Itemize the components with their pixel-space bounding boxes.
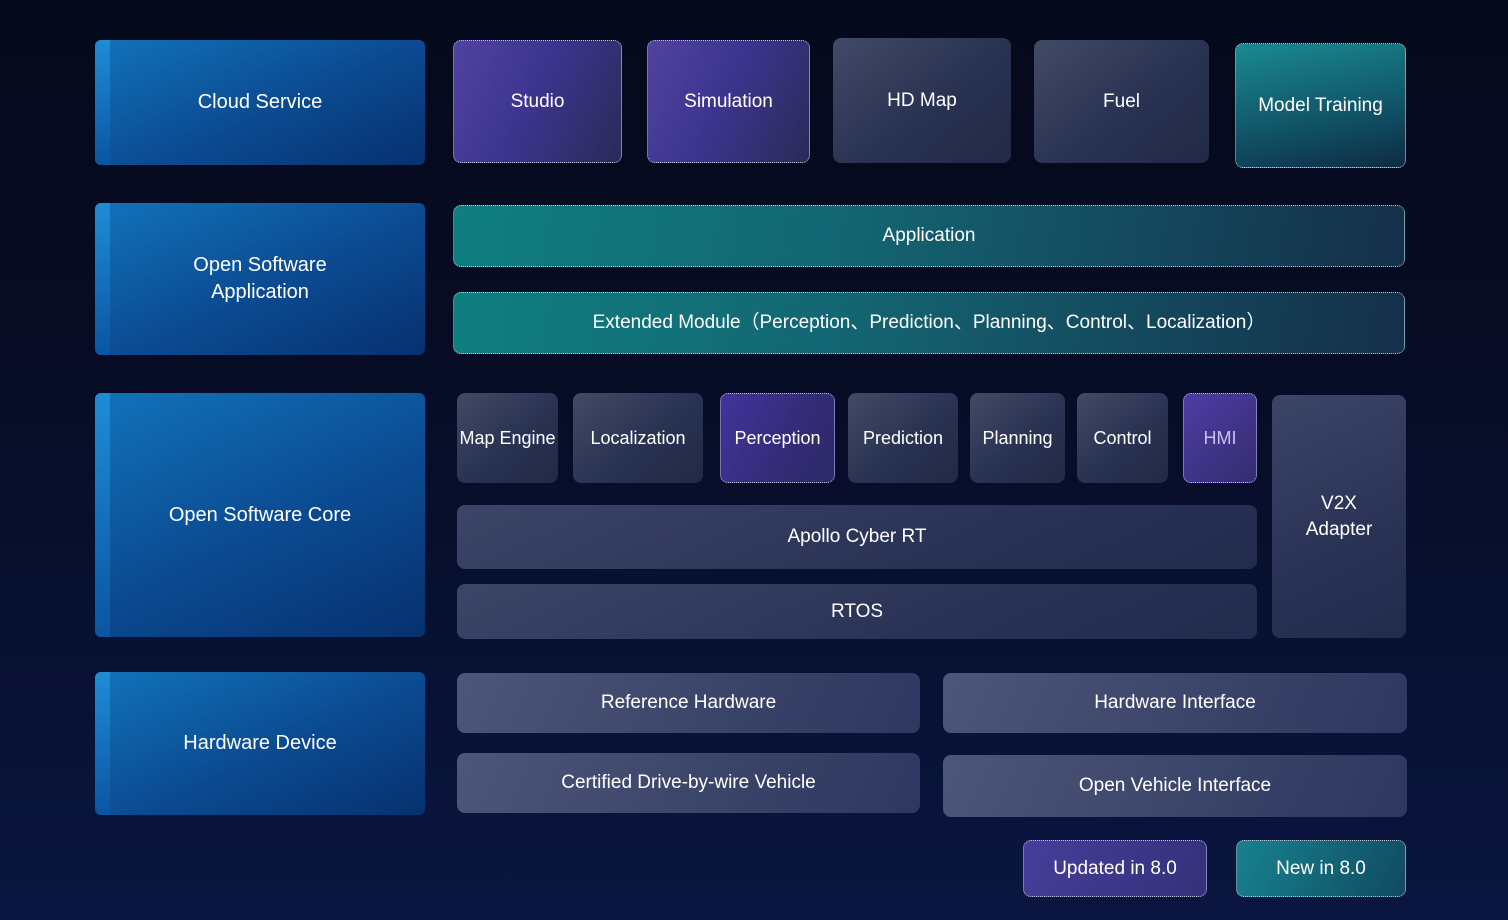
bar-rtos: RTOS — [457, 584, 1257, 639]
block-perception: Perception — [720, 393, 835, 483]
block-hmi: HMI — [1183, 393, 1257, 483]
block-label: Planning — [982, 427, 1053, 448]
block-label: Map Engine — [459, 427, 556, 448]
block-planning: Planning — [970, 393, 1065, 483]
block-label: Localization — [590, 427, 686, 448]
accent-stripe — [95, 40, 110, 165]
bar-label: Application — [882, 225, 976, 247]
bar-label: RTOS — [830, 600, 884, 622]
bar-apollo-cyber-rt: Apollo Cyber RT — [457, 505, 1257, 569]
block-prediction: Prediction — [848, 393, 958, 483]
bar-label: Open Vehicle Interface — [1078, 775, 1272, 797]
category-label: Open Software Core — [168, 503, 352, 526]
block-label: Simulation — [684, 90, 773, 112]
bar-extended-module: Extended Module（Perception、Prediction、Pl… — [453, 292, 1405, 354]
block-label: Fuel — [1103, 90, 1140, 112]
category-label: Open Software Application — [193, 254, 327, 303]
category-label: Hardware Device — [183, 732, 337, 754]
accent-stripe — [95, 672, 110, 815]
category-hardware-device: Hardware Device — [95, 672, 425, 815]
block-label: HMI — [1203, 427, 1237, 448]
category-cloud-service: Cloud Service — [95, 40, 425, 165]
bar-label: Extended Module（Perception、Prediction、Pl… — [592, 312, 1266, 334]
block-localization: Localization — [573, 393, 703, 483]
block-label: HD Map — [887, 89, 957, 111]
bar-application: Application — [453, 205, 1405, 267]
block-label: Prediction — [862, 427, 944, 448]
block-studio: Studio — [453, 40, 622, 163]
block-v2x-adapter: V2X Adapter — [1272, 395, 1406, 638]
bar-certified-drive-by-wire-vehicle: Certified Drive-by-wire Vehicle — [457, 753, 920, 813]
legend-label: Updated in 8.0 — [1053, 857, 1177, 879]
block-map-engine: Map Engine — [457, 393, 558, 483]
bar-label: Certified Drive-by-wire Vehicle — [561, 772, 816, 794]
block-hd-map: HD Map — [833, 38, 1011, 163]
category-label: Cloud Service — [197, 91, 323, 113]
category-open-software-core: Open Software Core — [95, 393, 425, 637]
bar-open-vehicle-interface: Open Vehicle Interface — [943, 755, 1407, 817]
block-simulation: Simulation — [647, 40, 810, 163]
bar-hardware-interface: Hardware Interface — [943, 673, 1407, 733]
bar-reference-hardware: Reference Hardware — [457, 673, 920, 733]
bar-label: Apollo Cyber RT — [787, 526, 927, 548]
bar-label: Reference Hardware — [600, 692, 777, 714]
block-label: Studio — [510, 90, 565, 112]
block-label: Model Training — [1258, 94, 1383, 116]
accent-stripe — [95, 393, 110, 637]
category-open-software-application: Open Software Application — [95, 203, 425, 355]
block-label: V2X Adapter — [1305, 492, 1373, 540]
legend-updated-in-8-0: Updated in 8.0 — [1023, 840, 1207, 897]
block-model-training: Model Training — [1235, 43, 1406, 168]
block-fuel: Fuel — [1034, 40, 1209, 163]
bar-label: Hardware Interface — [1094, 692, 1256, 714]
block-label: Perception — [734, 427, 821, 448]
legend-new-in-8-0: New in 8.0 — [1236, 840, 1406, 897]
block-control: Control — [1077, 393, 1168, 483]
block-label: Control — [1093, 427, 1152, 448]
accent-stripe — [95, 203, 110, 355]
legend-label: New in 8.0 — [1276, 857, 1366, 879]
